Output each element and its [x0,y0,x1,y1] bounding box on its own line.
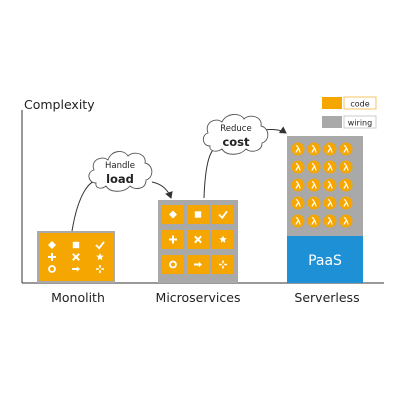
microservices-block [158,200,238,283]
microservice-tile [212,255,234,274]
lambda-icon [343,180,349,189]
transition-object: load [106,172,134,186]
sparkle-icon [96,265,104,273]
lambda-icon [295,216,301,225]
x-icon [72,253,80,261]
lambda-icon [327,162,333,171]
legend-label-box-code [343,96,377,110]
lambda-icon [311,162,317,171]
lambda-icon [327,180,333,189]
monolith-label: Monolith [51,290,105,305]
diamond-icon [48,241,56,249]
microservices-label: Microservices [156,290,241,305]
plus-icon [48,253,56,261]
check-icon [95,241,105,250]
circle-icon [169,260,177,269]
y-axis-label: Complexity [24,97,95,112]
lambda-icon [343,144,349,153]
legend: code wiring [322,96,377,129]
legend-swatch-wiring [322,116,342,128]
star-icon [96,253,104,261]
transition-verb: Reduce [220,124,251,134]
lambda-icon [311,144,317,153]
lambda-icon [311,180,317,189]
paas-platform [287,236,363,283]
arrow-right-icon [194,261,202,268]
lambda-icon [343,216,349,225]
paas-label: PaaS [308,253,342,269]
transition-verb: Handle [105,161,135,171]
lambda-icon [343,162,349,171]
cloud-shape [202,114,269,155]
lambda-icon [295,198,301,207]
lambda-icon [311,198,317,207]
lambda-icon [327,144,333,153]
transition-object: cost [222,135,250,149]
handle-load-cloud: Handle load [88,151,153,192]
plus-icon [169,235,177,244]
arrow-right-icon [72,266,80,272]
lambda-icon [327,216,333,225]
monolith-block [37,231,115,283]
diamond-icon [169,210,177,219]
lambda-icon [295,144,301,153]
reduce-cost-cloud: Reduce cost [202,114,269,155]
legend-label-wiring: wiring [348,119,372,128]
lambda-icon [343,198,349,207]
serverless-label: Serverless [294,290,359,305]
square-icon [194,211,202,218]
x-icon [194,235,202,244]
star-icon [219,235,227,243]
lambda-icon [295,162,301,171]
microservice-tile [162,255,184,274]
check-icon [218,210,228,220]
lambda-icon [327,198,333,207]
circle-icon [48,265,56,273]
microservice-tile [212,205,234,224]
lambda-icon [311,216,317,225]
sparkle-icon [219,260,227,269]
legend-swatch-code [322,97,342,109]
legend-label-code: code [350,100,369,109]
serverless-block: PaaS [287,136,363,283]
lambda-icon [295,180,301,189]
cloud-shape [88,151,153,192]
square-icon [72,241,80,249]
legend-label-box-wiring [343,115,377,129]
